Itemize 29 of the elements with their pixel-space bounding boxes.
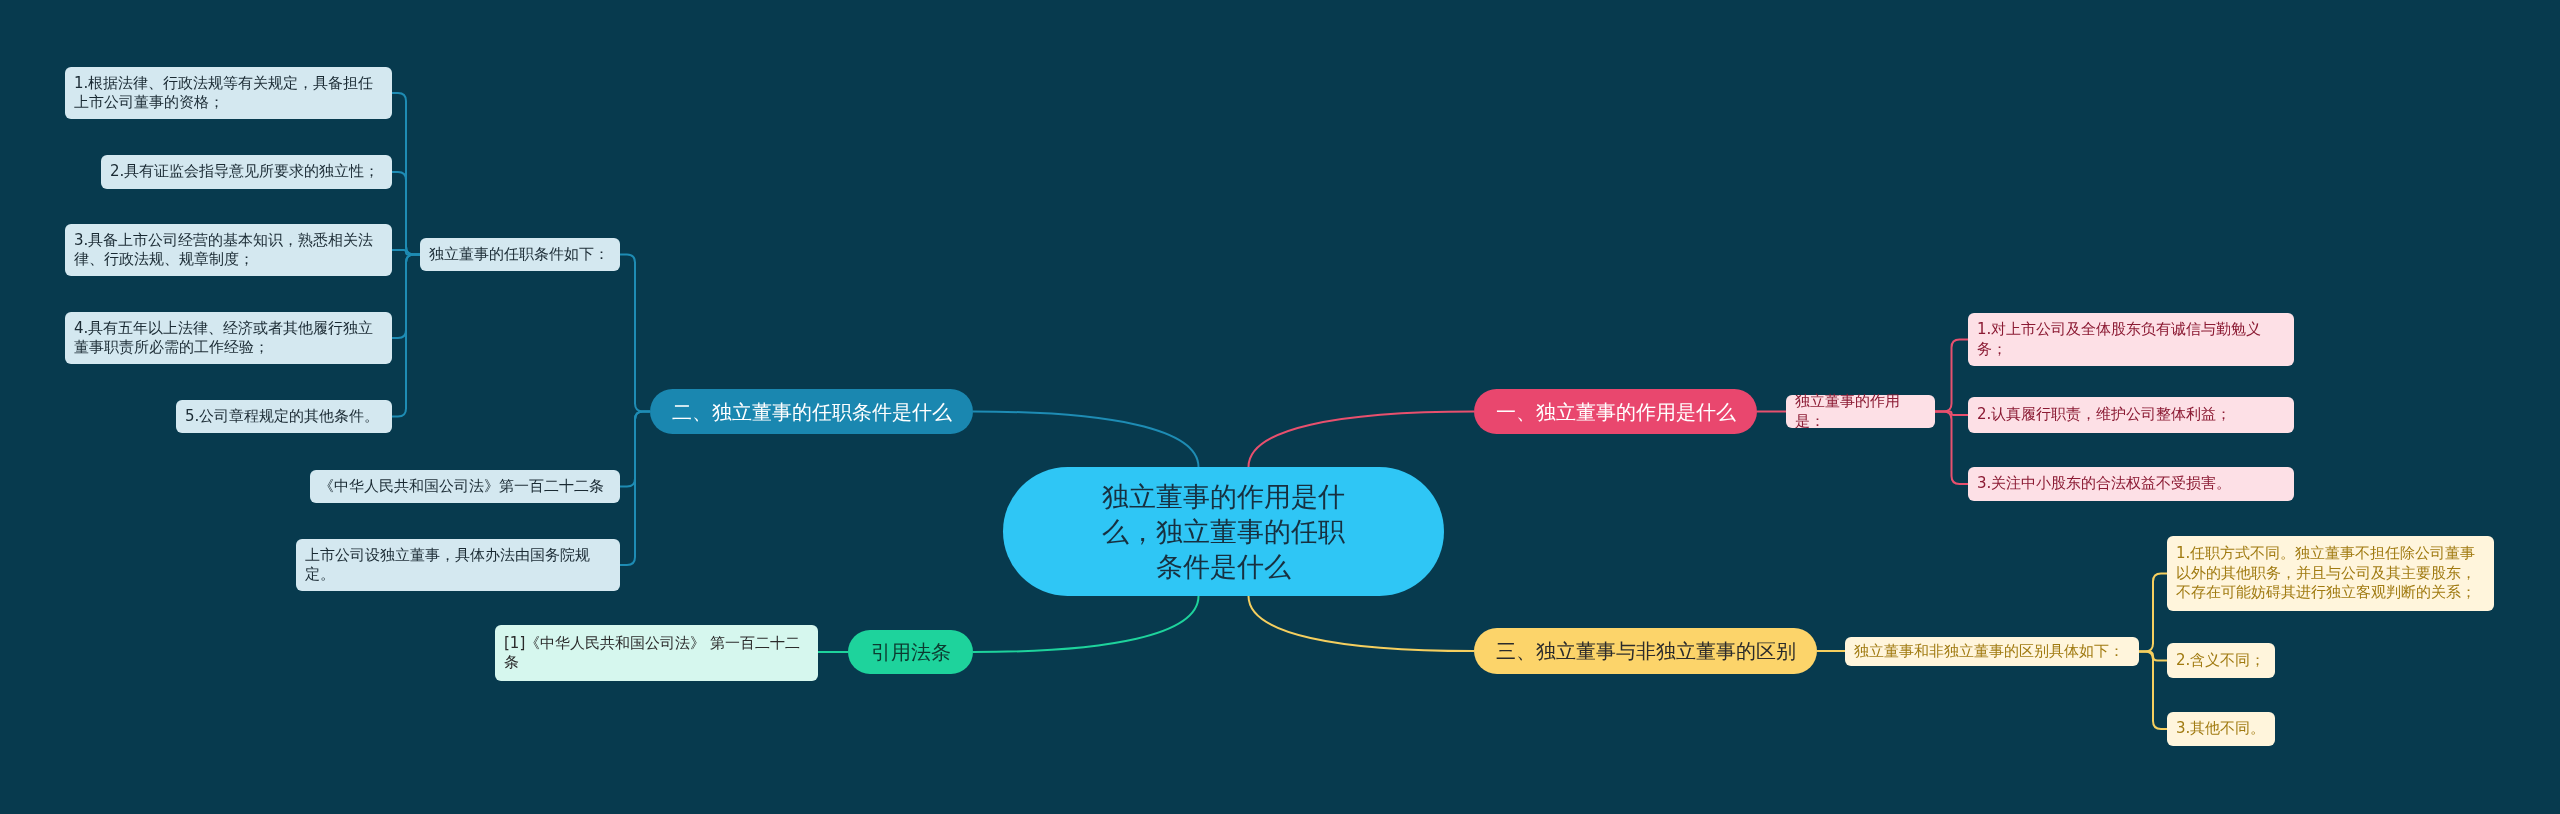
branch-topic: 三、独立董事与非独立董事的区别 (1474, 628, 1817, 674)
subtopic-box: 4.具有五年以上法律、经济或者其他履行独立董事职责所必需的工作经验； (65, 312, 392, 364)
subtopic-box: 《中华人民共和国公司法》第一百二十二条 (310, 470, 620, 503)
branch-topic: 引用法条 (848, 630, 973, 674)
subtopic-box: 独立董事的作用是： (1786, 395, 1935, 428)
connector-line (1247, 410, 1475, 468)
connector-line (1756, 410, 1787, 413)
subtopic-box: 上市公司设独立董事，具体办法由国务院规定。 (296, 539, 620, 591)
subtopic-box: 3.其他不同。 (2167, 712, 2275, 746)
subtopic-box: 1.根据法律、行政法规等有关规定，具备担任上市公司董事的资格； (65, 67, 392, 119)
branch-topic: 一、独立董事的作用是什么 (1474, 389, 1757, 434)
subtopic-box: 独立董事和非独立董事的区别具体如下： (1845, 637, 2139, 666)
connector-line (817, 651, 849, 653)
connector-line (1816, 650, 1846, 652)
connector-line (972, 595, 1200, 653)
connector-line (972, 410, 1200, 468)
subtopic-box: 1.对上市公司及全体股东负有诚信与勤勉义务； (1968, 313, 2294, 366)
subtopic-box: 3.具备上市公司经营的基本知识，熟悉相关法律、行政法规、规章制度； (65, 224, 392, 276)
subtopic-box: 2.具有证监会指导意见所要求的独立性； (101, 155, 392, 189)
subtopic-box: 2.含义不同； (2167, 643, 2275, 678)
subtopic-box: 独立董事的任职条件如下： (420, 238, 620, 271)
subtopic-box: 5.公司章程规定的其他条件。 (176, 400, 392, 433)
subtopic-box: [1]《中华人民共和国公司法》 第一百二十二条 (495, 625, 818, 681)
connector-line (1247, 595, 1475, 652)
subtopic-box: 3.关注中小股东的合法权益不受损害。 (1968, 467, 2294, 501)
branch-topic: 二、独立董事的任职条件是什么 (650, 389, 973, 434)
central-topic: 独立董事的作用是什么，独立董事的任职条件是什么 (1003, 467, 1444, 596)
subtopic-box: 2.认真履行职责，维护公司整体利益； (1968, 397, 2294, 433)
subtopic-box: 1.任职方式不同。独立董事不担任除公司董事以外的其他职务，并且与公司及其主要股东，不存在可能妨碍其进行独立客观判断的关系； (2167, 536, 2494, 611)
